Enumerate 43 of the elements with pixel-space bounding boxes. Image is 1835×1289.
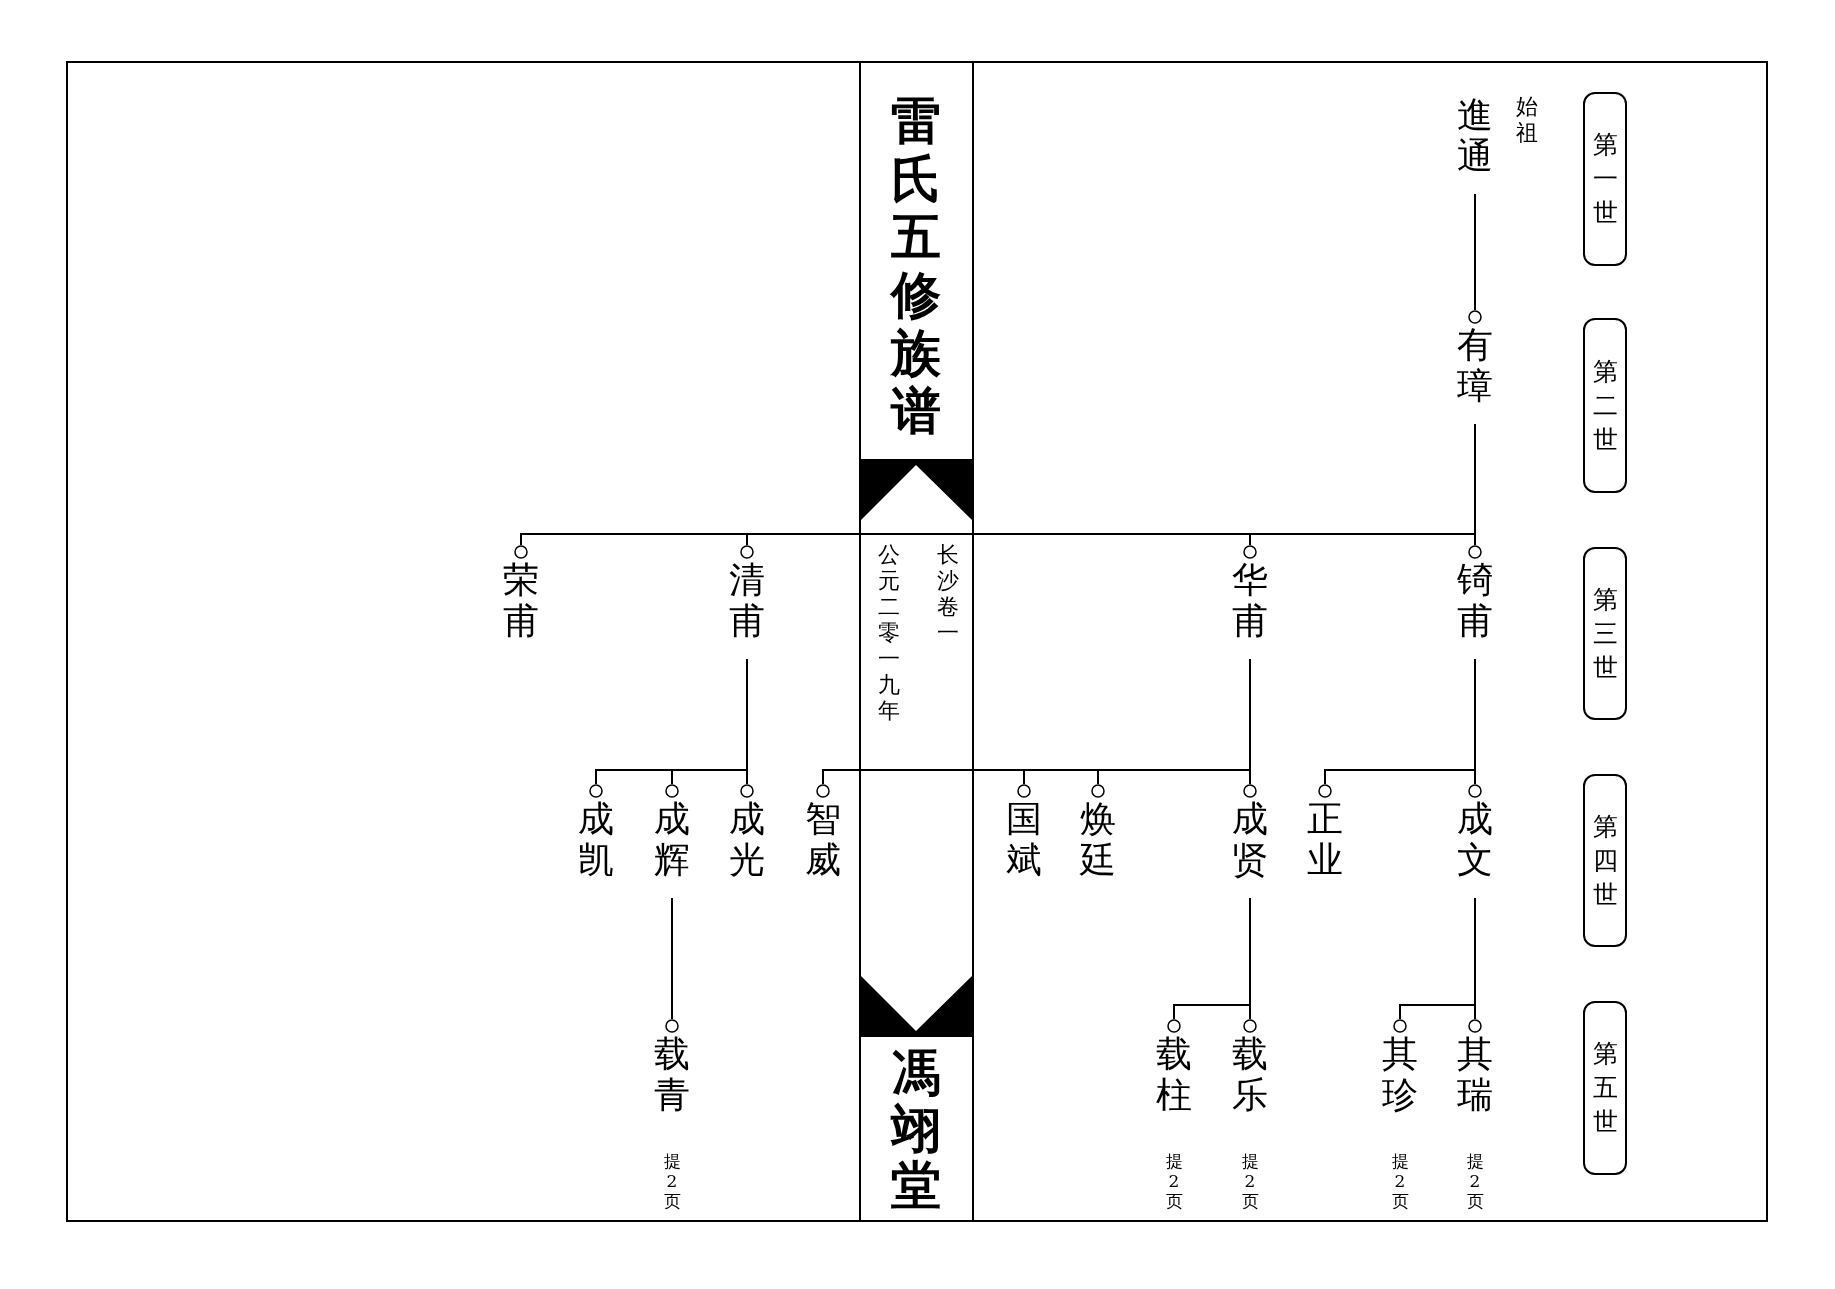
lineage-line xyxy=(1399,897,1476,1020)
page-note: 提2页 xyxy=(1241,1151,1259,1211)
lineage-line xyxy=(1173,897,1251,1020)
page-note: 始祖 xyxy=(1516,94,1538,146)
person-name: 正业 xyxy=(1307,798,1343,880)
person-name: 清甫 xyxy=(729,559,765,641)
person-name: 成辉 xyxy=(654,798,690,880)
lineage-line xyxy=(520,423,1476,546)
title: 雷氏五修族谱 xyxy=(891,92,941,440)
person-name: 成凯 xyxy=(578,798,614,880)
generation-box: 第一世 xyxy=(1583,92,1627,266)
person-name: 荣甫 xyxy=(503,559,539,641)
generation-box: 第三世 xyxy=(1583,547,1627,720)
person-name: 载青 xyxy=(654,1033,690,1115)
lineage-line xyxy=(1474,193,1476,311)
page-note: 提2页 xyxy=(1391,1151,1409,1211)
volume-note: 公元二零一九年 xyxy=(878,542,900,724)
generation-box: 第五世 xyxy=(1583,1001,1627,1175)
page-note: 提2页 xyxy=(1165,1151,1183,1211)
generation-box: 第二世 xyxy=(1583,318,1627,493)
person-name: 其瑞 xyxy=(1457,1033,1493,1115)
page-note: 提2页 xyxy=(663,1151,681,1211)
lineage-line xyxy=(1324,658,1476,785)
person-name: 锜甫 xyxy=(1457,559,1493,641)
person-name: 成文 xyxy=(1457,798,1493,880)
person-name: 成光 xyxy=(729,798,765,880)
person-name: 有璋 xyxy=(1457,324,1493,406)
hall-name: 馮翊堂 xyxy=(891,1045,941,1213)
person-name: 国斌 xyxy=(1006,798,1042,880)
page-note: 提2页 xyxy=(1466,1151,1484,1211)
person-name: 成贤 xyxy=(1232,798,1268,880)
person-name: 進通 xyxy=(1457,94,1493,176)
person-name: 华甫 xyxy=(1232,559,1268,641)
person-name: 其珍 xyxy=(1382,1033,1418,1115)
person-name: 载乐 xyxy=(1232,1033,1268,1115)
lineage-line xyxy=(671,897,673,1020)
lineage-line xyxy=(595,658,748,785)
generation-box: 第四世 xyxy=(1583,774,1627,947)
lineage-line xyxy=(822,658,1251,785)
person-name: 焕廷 xyxy=(1080,798,1116,880)
person-name: 载柱 xyxy=(1156,1033,1192,1115)
person-name: 智威 xyxy=(805,798,841,880)
volume-note: 长沙卷一 xyxy=(937,542,959,646)
